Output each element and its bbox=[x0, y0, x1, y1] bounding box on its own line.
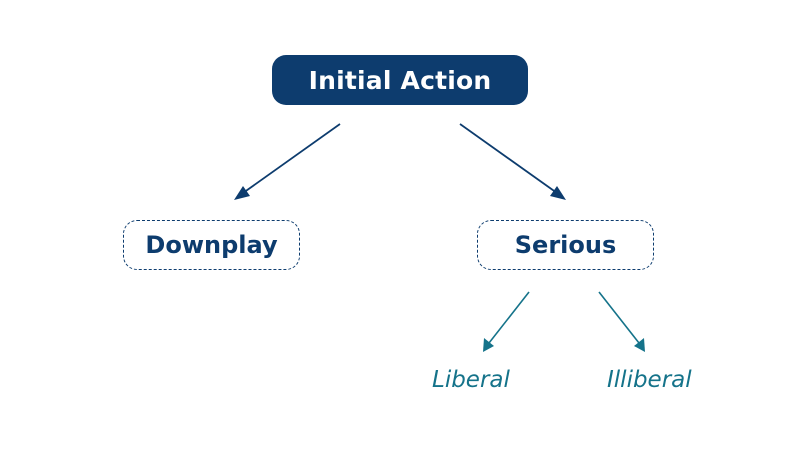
initial-action-label: Initial Action bbox=[308, 65, 492, 95]
initial-action-node: Initial Action bbox=[272, 55, 528, 105]
edge-serious-to-illiberal bbox=[598, 291, 640, 344]
downplay-label: Downplay bbox=[145, 231, 278, 259]
illiberal-label: Illiberal bbox=[607, 367, 692, 393]
arrowhead-root-to-serious bbox=[550, 186, 566, 200]
serious-label: Serious bbox=[514, 231, 617, 259]
downplay-node: Downplay bbox=[123, 220, 300, 270]
arrowhead-serious-to-liberal bbox=[483, 338, 494, 352]
edge-serious-to-liberal bbox=[488, 291, 530, 344]
edge-root-to-serious bbox=[459, 123, 558, 194]
arrowhead-root-to-downplay bbox=[234, 186, 250, 200]
liberal-label: Liberal bbox=[432, 367, 510, 393]
edge-root-to-downplay bbox=[242, 123, 341, 194]
arrowhead-serious-to-illiberal bbox=[634, 338, 645, 352]
serious-node: Serious bbox=[477, 220, 654, 270]
